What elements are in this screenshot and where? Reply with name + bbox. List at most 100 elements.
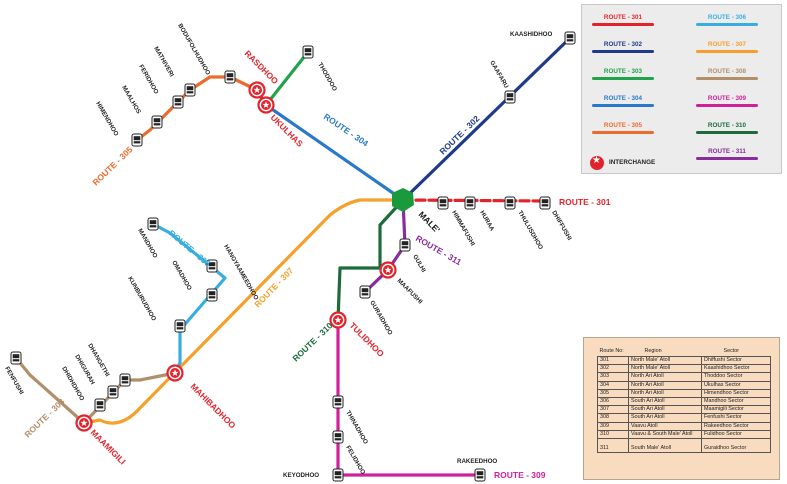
sector-cell: Ukulhas Sector xyxy=(701,380,771,390)
legend-label-306: ROUTE - 306 xyxy=(707,14,747,21)
stop-label-omadhoo: OMADHOO xyxy=(170,260,193,292)
interchange-mahibadhoo-icon[interactable] xyxy=(166,364,184,382)
legend-item-310: ROUTE - 310 xyxy=(688,122,780,138)
interchange-maafushi-icon[interactable] xyxy=(379,261,397,279)
stop-label-mandhoo: MANDHOO xyxy=(136,228,158,260)
region-cell: North Male' Atoll xyxy=(628,364,702,374)
ferry-stop-gaafaru-icon[interactable] xyxy=(504,90,516,104)
region-cell: North Ari Atoll xyxy=(628,388,702,398)
route-line-308 xyxy=(14,356,177,425)
interchange-label-rasdhoo: RASDHOO xyxy=(243,48,281,86)
region-cell: South Ari Atoll xyxy=(628,405,702,415)
region-cell: North Ari Atoll xyxy=(628,380,702,390)
interchange-legend-label: INTERCHANGE xyxy=(609,159,656,166)
route-line-302 xyxy=(401,36,572,202)
ferry-stop-fenfushi-icon[interactable] xyxy=(10,351,22,365)
legend-swatch-309 xyxy=(696,104,758,107)
legend-label-302: ROUTE - 302 xyxy=(603,41,643,48)
stop-label-kaashidhoo: KAASHIDHOO xyxy=(510,31,552,38)
stop-label-keyodhoo: KEYODHOO xyxy=(283,472,319,479)
interchange-label-maafushi: MAAFUSHI xyxy=(396,277,424,305)
ferry-stop-rakeedhoo-icon[interactable] xyxy=(474,468,486,482)
ferry-stop-guraidhoo-icon[interactable] xyxy=(359,285,371,299)
ferry-stop-dhangethi-icon[interactable] xyxy=(119,373,131,387)
legend-label-301: ROUTE - 301 xyxy=(603,14,643,21)
ferry-stop-keyodhoo-icon[interactable] xyxy=(332,468,344,482)
legend-swatch-303 xyxy=(592,77,654,80)
header-route-no: Route No: xyxy=(599,348,624,354)
legend-swatch-307 xyxy=(696,50,758,53)
legend-item-301: ROUTE - 301 xyxy=(584,14,676,30)
map-label-route-302: ROUTE - 302 xyxy=(437,113,481,156)
region-cell: Vaavu Atoll xyxy=(628,421,702,431)
ferry-stop-mandhoo-icon[interactable] xyxy=(147,217,159,231)
header-region: Region xyxy=(644,348,662,354)
route-line-307 xyxy=(82,198,405,425)
route-number-cell: 307 xyxy=(597,405,629,415)
interchange-rasdhoo-icon[interactable] xyxy=(248,81,266,99)
route-number-cell: 303 xyxy=(597,372,629,382)
ferry-stop-himmafushi-icon[interactable] xyxy=(437,196,449,210)
ferry-stop-dhigurah-icon[interactable] xyxy=(107,385,119,399)
ferry-stop-felidhoo-icon[interactable] xyxy=(332,430,344,444)
hub-male-marker[interactable] xyxy=(392,188,414,212)
legend-swatch-301 xyxy=(592,23,654,26)
sector-cell: Mandhoo Sector xyxy=(701,396,771,407)
interchange-ukulhas-icon[interactable] xyxy=(257,96,275,114)
ferry-stop-omadhoo-icon[interactable] xyxy=(206,288,218,302)
legend-swatch-308 xyxy=(696,77,758,80)
stop-label-gaafaru: GAAFARU xyxy=(488,60,510,90)
legend-swatch-306 xyxy=(696,23,758,26)
route-number-cell: 311 xyxy=(597,437,629,454)
map-label-route-304: ROUTE - 304 xyxy=(322,111,371,148)
ferry-stop-kaashidhoo-icon[interactable] xyxy=(564,31,576,45)
legend-label-311: ROUTE - 311 xyxy=(708,148,746,155)
stop-label-bodufolhudhoo: BODUFOLHUDHOO xyxy=(176,23,211,77)
interchange-maamigili-icon[interactable] xyxy=(75,414,93,432)
ferry-stop-thoddoo-icon[interactable] xyxy=(302,45,314,59)
route-number-cell: 310 xyxy=(597,429,629,439)
route-line-306 xyxy=(151,222,227,375)
ferry-stop-dhiffushi-icon[interactable] xyxy=(539,196,551,210)
hub-male-label: MALE' xyxy=(417,209,443,235)
route-line-304 xyxy=(255,88,405,202)
stop-label-himmafushi: HIMMAFUSHI xyxy=(450,210,476,248)
ferry-stop-mathiveri-icon[interactable] xyxy=(184,83,196,97)
sector-cell: Maamigili Sector xyxy=(701,405,771,415)
legend-label-309: ROUTE - 309 xyxy=(707,95,747,102)
region-cell: Vaavu & South Male' Atoll xyxy=(628,429,702,439)
legend-swatch-304 xyxy=(592,104,654,107)
sector-cell: Rakeedhoo Sector xyxy=(701,421,771,431)
legend-label-303: ROUTE - 303 xyxy=(603,68,643,75)
ferry-stop-dhidhdhoo-icon[interactable] xyxy=(94,398,106,412)
stop-label-gulhi: GULHI xyxy=(411,254,427,274)
interchange-tulidhoo-icon[interactable] xyxy=(329,311,347,329)
header-sector: Sector xyxy=(723,348,740,354)
ferry-stop-thinadhoo-icon[interactable] xyxy=(332,395,344,409)
ferry-stop-thulusdhoo-icon[interactable] xyxy=(504,196,516,210)
interchange-label-mahibadhoo: MAHIBADHOO xyxy=(189,381,238,430)
legend-swatch-311 xyxy=(696,157,758,160)
ferry-stop-maalhos-icon[interactable] xyxy=(151,115,163,129)
stop-label-kunburudhoo: KUNBURUDHOO xyxy=(126,276,157,323)
ferry-stop-himendhoo-icon[interactable] xyxy=(131,133,143,147)
ferry-stop-bodufolhudhoo-icon[interactable] xyxy=(224,70,236,84)
route-number-cell: 309 xyxy=(597,421,629,431)
ferry-stop-huraa-icon[interactable] xyxy=(464,196,476,210)
legend-item-303: ROUTE - 303 xyxy=(584,68,676,84)
route-number-cell: 308 xyxy=(597,413,629,423)
legend-item-308: ROUTE - 308 xyxy=(688,68,780,84)
route-number-cell: 306 xyxy=(597,396,629,407)
ferry-stop-gulhi-icon[interactable] xyxy=(399,238,411,252)
interchange-label-maamigili: MAAMIGILI xyxy=(89,427,128,466)
legend-label-310: ROUTE - 310 xyxy=(707,122,747,129)
ferry-stop-feridhoo-icon[interactable] xyxy=(172,95,184,109)
ferry-stop-kunburudhoo-icon[interactable] xyxy=(174,319,186,333)
